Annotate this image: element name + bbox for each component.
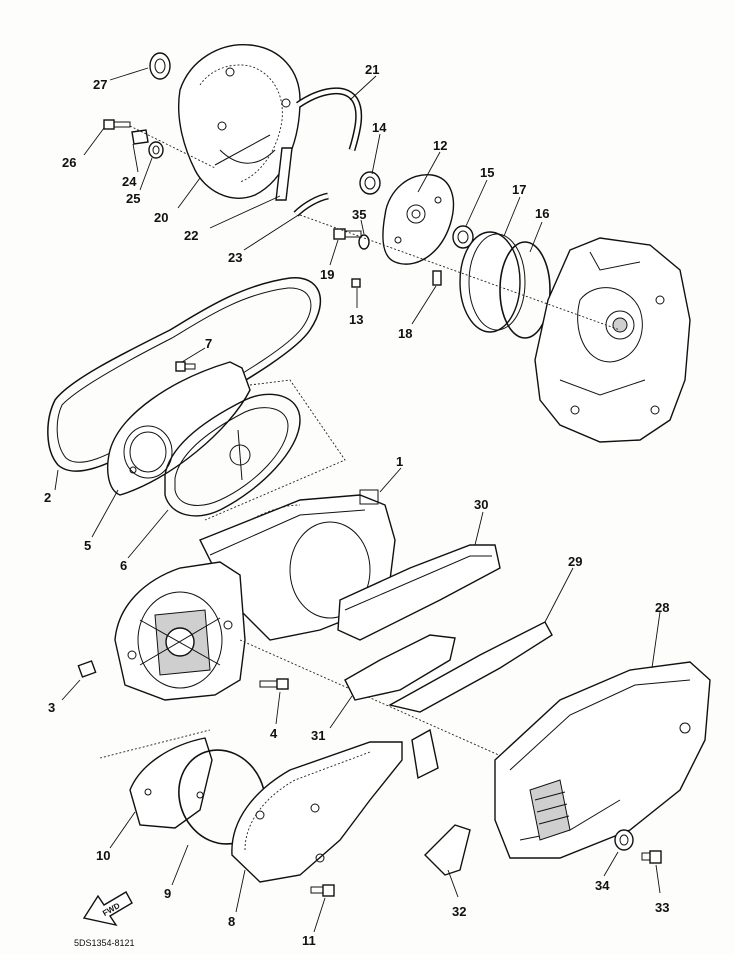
label-28: 28 — [655, 600, 669, 615]
label-10: 10 — [96, 848, 110, 863]
label-22: 22 — [184, 228, 198, 243]
label-8: 8 — [228, 914, 235, 929]
label-23: 23 — [228, 250, 242, 265]
nut-13 — [351, 278, 361, 288]
bolt-7 — [175, 361, 196, 372]
label-29: 29 — [568, 554, 582, 569]
washer-35 — [358, 234, 370, 250]
outline-mount — [204, 379, 346, 521]
label-4: 4 — [270, 726, 278, 741]
part-number-labels: 1 2 3 4 5 6 7 8 9 10 11 12 13 14 15 16 1… — [44, 62, 669, 948]
label-32: 32 — [452, 904, 466, 919]
label-5: 5 — [84, 538, 91, 553]
bearing-14 — [359, 171, 381, 195]
label-26: 26 — [62, 155, 76, 170]
label-11: 11 — [302, 933, 316, 948]
plate-5 — [107, 361, 251, 496]
oil-seal-27 — [149, 52, 171, 80]
label-34: 34 — [595, 878, 610, 893]
label-1: 1 — [396, 454, 403, 469]
top-cover — [177, 44, 301, 199]
label-17: 17 — [512, 182, 526, 197]
seal-plate-29 — [388, 621, 553, 713]
axis-line-top — [299, 214, 621, 331]
diagram-code: 5DS1354-8121 — [74, 938, 135, 948]
o-ring-16 — [499, 241, 551, 339]
label-12: 12 — [433, 138, 447, 153]
label-30: 30 — [474, 497, 488, 512]
label-2: 2 — [44, 490, 51, 505]
fwd-arrow-icon — [82, 891, 133, 927]
label-6: 6 — [120, 558, 127, 573]
label-19: 19 — [320, 267, 334, 282]
outline-bottom — [99, 729, 211, 759]
bearing-15 — [452, 225, 474, 249]
bolt-26 — [103, 119, 131, 130]
outer-cover-28 — [494, 661, 711, 859]
label-9: 9 — [164, 886, 171, 901]
bolt-4 — [259, 678, 289, 690]
axis-line-mid — [239, 639, 511, 761]
plate-12 — [382, 174, 455, 265]
bolt-33 — [641, 850, 662, 864]
bolt-11 — [310, 884, 335, 897]
crankcase — [534, 237, 691, 443]
label-25: 25 — [126, 191, 140, 206]
duct-30 — [337, 544, 501, 641]
label-7: 7 — [205, 336, 212, 351]
pin-18 — [432, 270, 442, 286]
bolt-19 — [333, 228, 362, 240]
label-15: 15 — [480, 165, 494, 180]
hose-23 — [293, 192, 329, 217]
pipe-22 — [275, 147, 293, 201]
label-16: 16 — [535, 206, 549, 221]
collar-34 — [614, 829, 634, 851]
label-33: 33 — [655, 900, 669, 915]
label-14: 14 — [372, 120, 387, 135]
bearing-25 — [148, 141, 164, 159]
front-cover — [114, 561, 246, 701]
cover-8 — [231, 741, 403, 883]
clip-piece — [411, 728, 439, 780]
label-35: 35 — [352, 207, 366, 222]
gasket-6 — [164, 393, 301, 517]
label-31: 31 — [311, 728, 325, 743]
label-21: 21 — [365, 62, 379, 77]
label-18: 18 — [398, 326, 412, 341]
gasket-2 — [47, 277, 321, 472]
hose-21 — [296, 87, 363, 152]
label-27: 27 — [93, 77, 107, 92]
damper-3 — [77, 660, 97, 678]
rotor-17 — [459, 231, 526, 333]
label-20: 20 — [154, 210, 168, 225]
bracket-32 — [424, 824, 471, 876]
collar-24 — [131, 129, 149, 145]
cooling-fins — [529, 779, 571, 841]
label-3: 3 — [48, 700, 55, 715]
duct-31 — [344, 634, 456, 701]
label-24: 24 — [122, 174, 137, 189]
label-13: 13 — [349, 312, 363, 327]
plate-10 — [129, 737, 213, 829]
leader-lines — [54, 67, 661, 933]
